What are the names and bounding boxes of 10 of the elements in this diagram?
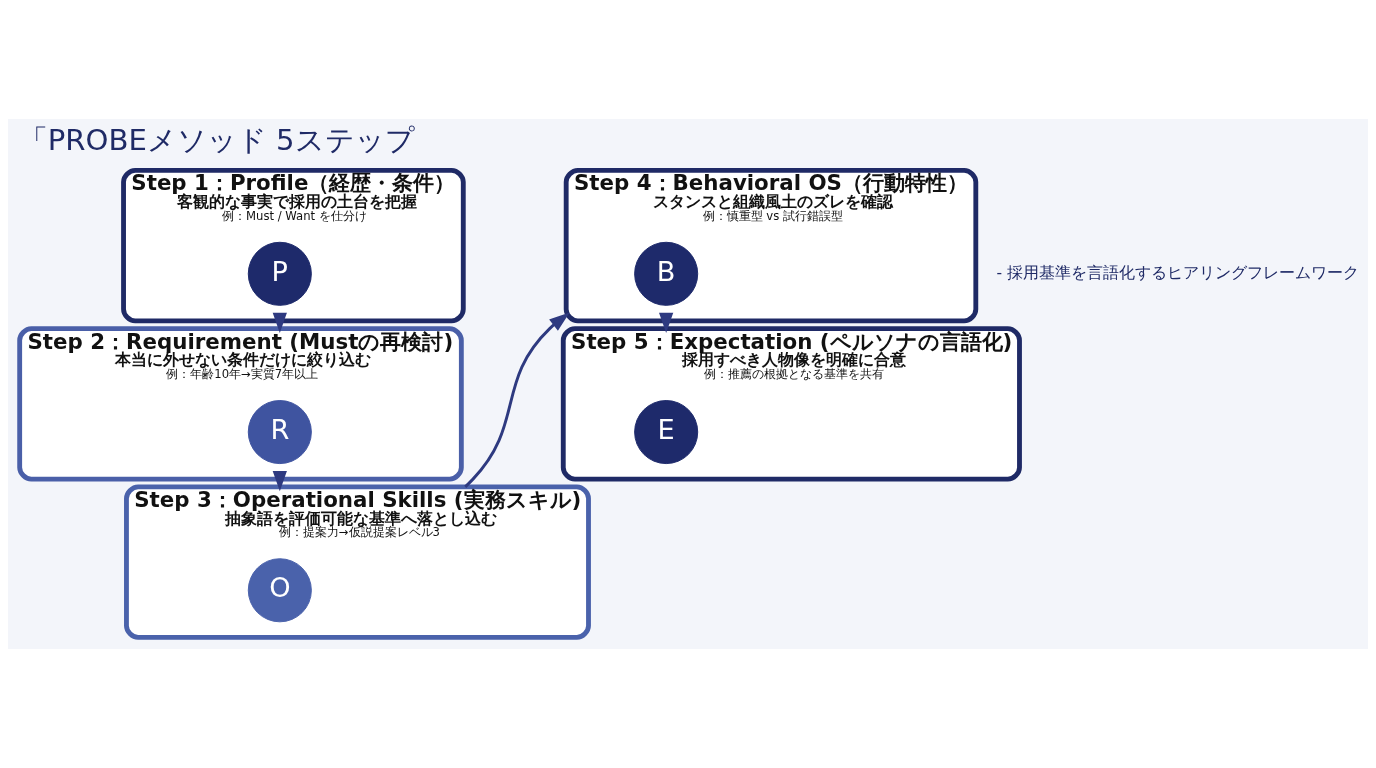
node-circle: E (634, 400, 699, 465)
arrow (272, 312, 287, 334)
node-circle: O (247, 558, 312, 623)
label: - 採用基準を言語化するヒアリングフレームワーク (996, 263, 1359, 282)
arrow (272, 470, 287, 492)
node-circle: P (247, 241, 312, 306)
node-circle: R (247, 400, 312, 465)
diagram-title: 「PROBEメソッド 5ステップ (18, 123, 415, 158)
arrow (659, 312, 674, 334)
node-circle: B (634, 241, 699, 306)
